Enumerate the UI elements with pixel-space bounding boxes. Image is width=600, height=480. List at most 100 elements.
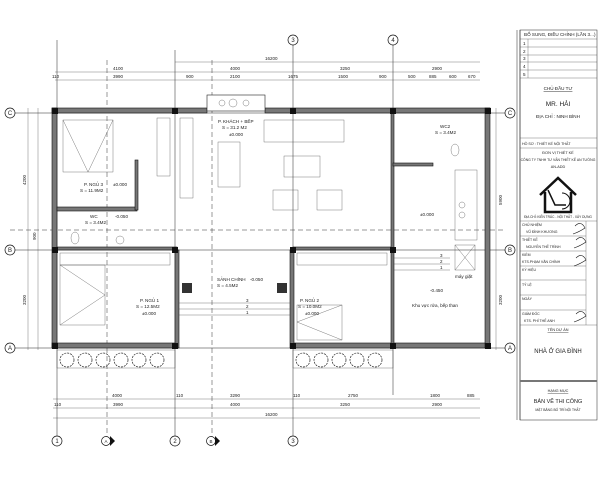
svg-text:MR. HẢI: MR. HẢI (546, 99, 571, 108)
section-mark-A: A (101, 436, 115, 446)
room-wc2: WC2 S = 3.4M2 (435, 124, 457, 135)
svg-text:S = 31.2 M2: S = 31.2 M2 (222, 125, 247, 130)
revision-table: 1 2 3 4 5 (520, 38, 597, 79)
shrub-icon (95, 352, 111, 368)
svg-text:16200: 16200 (265, 412, 278, 417)
svg-text:TÊN DỰ ÁN: TÊN DỰ ÁN (548, 327, 569, 332)
svg-text:2900: 2900 (432, 66, 443, 71)
svg-text:CHỦ ĐẦU TƯ: CHỦ ĐẦU TƯ (544, 85, 573, 91)
svg-text:NGUYỄN THẾ TRÌNH: NGUYỄN THẾ TRÌNH (526, 244, 561, 249)
svg-text:S = 10.0M2: S = 10.0M2 (298, 304, 322, 309)
svg-text:±0.000: ±0.000 (305, 311, 319, 316)
title-block: BỔ SUNG, ĐIỀU CHỈNH (LẦN 3...) 1 2 3 4 5… (516, 29, 598, 421)
svg-text:885: 885 (429, 74, 437, 79)
svg-text:885: 885 (467, 393, 475, 398)
svg-text:3250: 3250 (340, 402, 351, 407)
svg-text:3250: 3250 (340, 66, 351, 71)
dimensions-top: 16200 4100 4000 3250 2900 110 3990 900 2… (52, 56, 480, 81)
section-mark-B: B (206, 436, 220, 446)
svg-text:1: 1 (523, 41, 526, 46)
shrubs (59, 352, 383, 368)
room-bedroom-3: P. NGỦ 3 S = 11.9M2 ±0.000 (80, 181, 127, 193)
grid-bubble-top-3: 3 (287, 34, 299, 46)
room-wash-area: ±0.000 -0.450 Khu vực rửa, bếp than máy … (412, 212, 473, 308)
grid-bubble-bottom-3: 3 (287, 435, 299, 447)
furniture (59, 117, 478, 341)
company-logo (539, 176, 577, 214)
svg-text:-0.450: -0.450 (430, 288, 443, 293)
grid-bubble-left-A: A (4, 342, 16, 354)
svg-text:900: 900 (186, 74, 194, 79)
grid-bubble-bottom-2: 2 (169, 435, 181, 447)
svg-text:NGÀY: NGÀY (522, 297, 533, 301)
svg-text:KTS.PHẠM VĂN CHÍNH: KTS.PHẠM VĂN CHÍNH (522, 260, 561, 264)
room-main-hall: SẢNH CHÍNH S = 4.5M2 -0.050 (217, 276, 263, 288)
svg-text:2750: 2750 (348, 393, 359, 398)
svg-text:±0.000: ±0.000 (420, 212, 434, 217)
svg-text:BỔ SUNG, ĐIỀU CHỈNH (LẦN 3...): BỔ SUNG, ĐIỀU CHỈNH (LẦN 3...) (524, 31, 596, 37)
svg-text:500: 500 (408, 74, 416, 79)
svg-text:HỒ SƠ : THIẾT KẾ NỘI THẤT: HỒ SƠ : THIẾT KẾ NỘI THẤT (522, 141, 571, 146)
svg-text:16200: 16200 (265, 56, 278, 61)
svg-text:110: 110 (293, 393, 301, 398)
svg-text:4200: 4200 (22, 174, 27, 185)
svg-text:2900: 2900 (432, 402, 443, 407)
svg-text:4100: 4100 (113, 66, 124, 71)
svg-text:S = 12.5M2: S = 12.5M2 (136, 304, 160, 309)
svg-text:MẶT BẰNG BỐ TRÍ NỘI THẤT: MẶT BẰNG BỐ TRÍ NỘI THẤT (535, 407, 580, 412)
svg-text:-0.050: -0.050 (115, 214, 128, 219)
svg-text:B: B (8, 248, 12, 254)
svg-text:KÝ HIỆU: KÝ HIỆU (522, 267, 536, 272)
svg-text:WC: WC (90, 214, 98, 219)
svg-text:VŨ ĐÌNH KHƯƠNG: VŨ ĐÌNH KHƯƠNG (526, 229, 558, 234)
shrub-icon (331, 352, 347, 368)
svg-text:3: 3 (291, 439, 295, 445)
svg-text:3200: 3200 (22, 294, 27, 305)
svg-text:±0.000: ±0.000 (142, 311, 156, 316)
room-living-kitchen: P. KHÁCH + BẾP S = 31.2 M2 ±0.000 (218, 118, 254, 137)
svg-text:1500: 1500 (338, 74, 349, 79)
svg-text:3: 3 (440, 253, 443, 258)
svg-text:±0.000: ±0.000 (229, 132, 243, 137)
dimensions-sides: 4200 900 3200 5900 3200 (22, 108, 503, 350)
columns (52, 108, 491, 349)
grid-bubble-right-B: B (504, 244, 516, 256)
svg-text:HẠNG MỤC: HẠNG MỤC (548, 389, 569, 393)
svg-text:3: 3 (523, 56, 526, 61)
svg-text:1: 1 (55, 439, 59, 445)
svg-text:P. NGỦ 1: P. NGỦ 1 (140, 297, 160, 303)
svg-text:ĐƠN VỊ THIẾT KẾ: ĐƠN VỊ THIẾT KẾ (542, 150, 574, 155)
svg-text:A: A (508, 346, 512, 352)
svg-text:2100: 2100 (230, 74, 241, 79)
svg-text:-0.050: -0.050 (250, 277, 263, 282)
side-stairs: 321 (394, 253, 450, 271)
svg-text:KTS. PHÍ THẾ ANH: KTS. PHÍ THẾ ANH (524, 318, 555, 323)
svg-text:2: 2 (246, 304, 249, 309)
svg-text:B: B (209, 439, 212, 444)
svg-text:B: B (508, 248, 512, 254)
shrub-icon (367, 352, 383, 368)
svg-text:2: 2 (523, 49, 526, 54)
walls (51, 94, 491, 349)
svg-text:NHÀ Ở GIA ĐÌNH: NHÀ Ở GIA ĐÌNH (534, 348, 581, 355)
svg-text:P. KHÁCH + BẾP: P. KHÁCH + BẾP (218, 118, 254, 124)
svg-text:1: 1 (246, 310, 249, 315)
svg-text:P. NGỦ 3: P. NGỦ 3 (84, 181, 104, 187)
svg-text:4: 4 (391, 38, 395, 44)
svg-text:600: 600 (449, 74, 457, 79)
svg-text:SẢNH CHÍNH: SẢNH CHÍNH (217, 276, 246, 282)
svg-text:4: 4 (523, 64, 526, 69)
dimensions-bottom: 4000 110 3290 110 2750 1800 885 110 3990… (53, 393, 480, 419)
shrub-icon (77, 352, 93, 368)
svg-text:CÔNG TY TNHH TƯ VẤN THIẾT KẾ A: CÔNG TY TNHH TƯ VẤN THIẾT KẾ AN TƯỜNG (521, 157, 596, 162)
signatures (572, 223, 587, 323)
shrub-icon (113, 352, 129, 368)
svg-text:±0.000: ±0.000 (113, 182, 127, 187)
svg-text:AN-ADD: AN-ADD (551, 165, 566, 169)
svg-text:WC2: WC2 (440, 124, 451, 129)
grid-bubble-right-C: C (504, 107, 516, 119)
svg-text:ĐỊA CHỈ : NINH BÌNH: ĐỊA CHỈ : NINH BÌNH (536, 113, 580, 119)
room-wc: WC S = 3.4M2 -0.050 (85, 214, 128, 225)
